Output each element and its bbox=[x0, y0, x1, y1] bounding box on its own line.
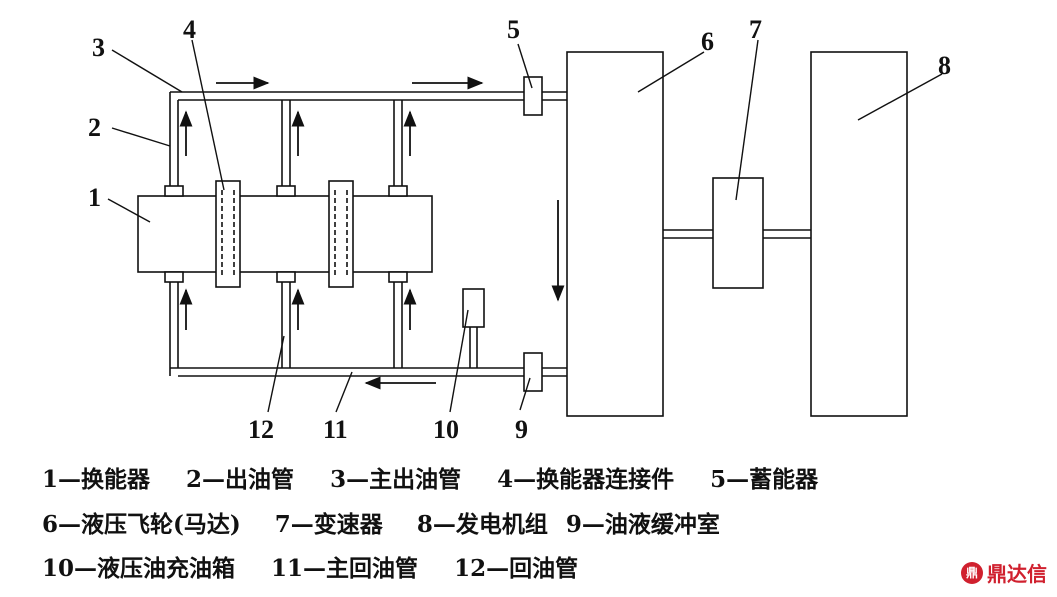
legend-item: 1—换能器 bbox=[42, 466, 151, 493]
label-4: 4 bbox=[183, 15, 196, 44]
legend-item: 12—回油管 bbox=[454, 555, 579, 582]
legend-row-1: 1—换能器 2—出油管 3—主出油管 4—换能器连接件 5—蓄能器 bbox=[42, 460, 818, 494]
label-11: 11 bbox=[323, 415, 348, 444]
legend-item: 7—变速器 bbox=[274, 511, 383, 538]
accumulator bbox=[523, 76, 543, 116]
legend-item: 9—油液缓冲室 bbox=[565, 511, 720, 538]
buffer-chamber bbox=[523, 352, 543, 392]
label-5: 5 bbox=[507, 15, 520, 44]
drive-shaft bbox=[663, 229, 811, 239]
label-8: 8 bbox=[938, 51, 951, 80]
label-2: 2 bbox=[88, 113, 101, 142]
hydraulic-flywheel bbox=[566, 51, 664, 417]
legend-item: 10—液压油充油箱 bbox=[42, 555, 236, 582]
transducer-body bbox=[137, 195, 433, 273]
legend-item: 6—液压飞轮(马达) bbox=[42, 511, 241, 538]
transducer-connectors bbox=[215, 180, 354, 288]
legend-row-3: 10—液压油充油箱 11—主回油管 12—回油管 bbox=[42, 549, 578, 583]
outlet-pipes bbox=[177, 100, 403, 186]
gearbox bbox=[712, 177, 764, 289]
label-3: 3 bbox=[92, 33, 105, 62]
watermark-logo-icon: 鼎 bbox=[961, 561, 983, 584]
main-outlet-pipe bbox=[169, 91, 567, 186]
label-7: 7 bbox=[749, 15, 762, 44]
label-12: 12 bbox=[248, 415, 274, 444]
legend-item: 11—主回油管 bbox=[271, 555, 419, 582]
legend-item: 3—主出油管 bbox=[330, 466, 462, 493]
legend-row-2: 6—液压飞轮(马达) 7—变速器 8—发电机组 9—油液缓冲室 bbox=[42, 505, 720, 539]
label-6: 6 bbox=[701, 27, 714, 56]
main-return-pipe bbox=[169, 282, 567, 377]
leader-lines bbox=[107, 39, 943, 413]
legend-item: 5—蓄能器 bbox=[710, 466, 819, 493]
flow-arrows bbox=[179, 76, 565, 390]
legend-item: 8—发电机组 bbox=[416, 511, 548, 538]
label-1: 1 bbox=[88, 183, 101, 212]
generator-set bbox=[810, 51, 908, 417]
legend-item: 2—出油管 bbox=[186, 466, 295, 493]
watermark: 鼎 鼎达信 bbox=[961, 558, 1047, 587]
legend-item: 4—换能器连接件 bbox=[497, 466, 675, 493]
oil-filling-tank bbox=[462, 288, 485, 368]
pipe-couplings bbox=[164, 185, 408, 283]
label-9: 9 bbox=[515, 415, 528, 444]
label-10: 10 bbox=[433, 415, 459, 444]
return-pipes bbox=[177, 282, 403, 368]
watermark-text: 鼎达信 bbox=[987, 562, 1047, 586]
